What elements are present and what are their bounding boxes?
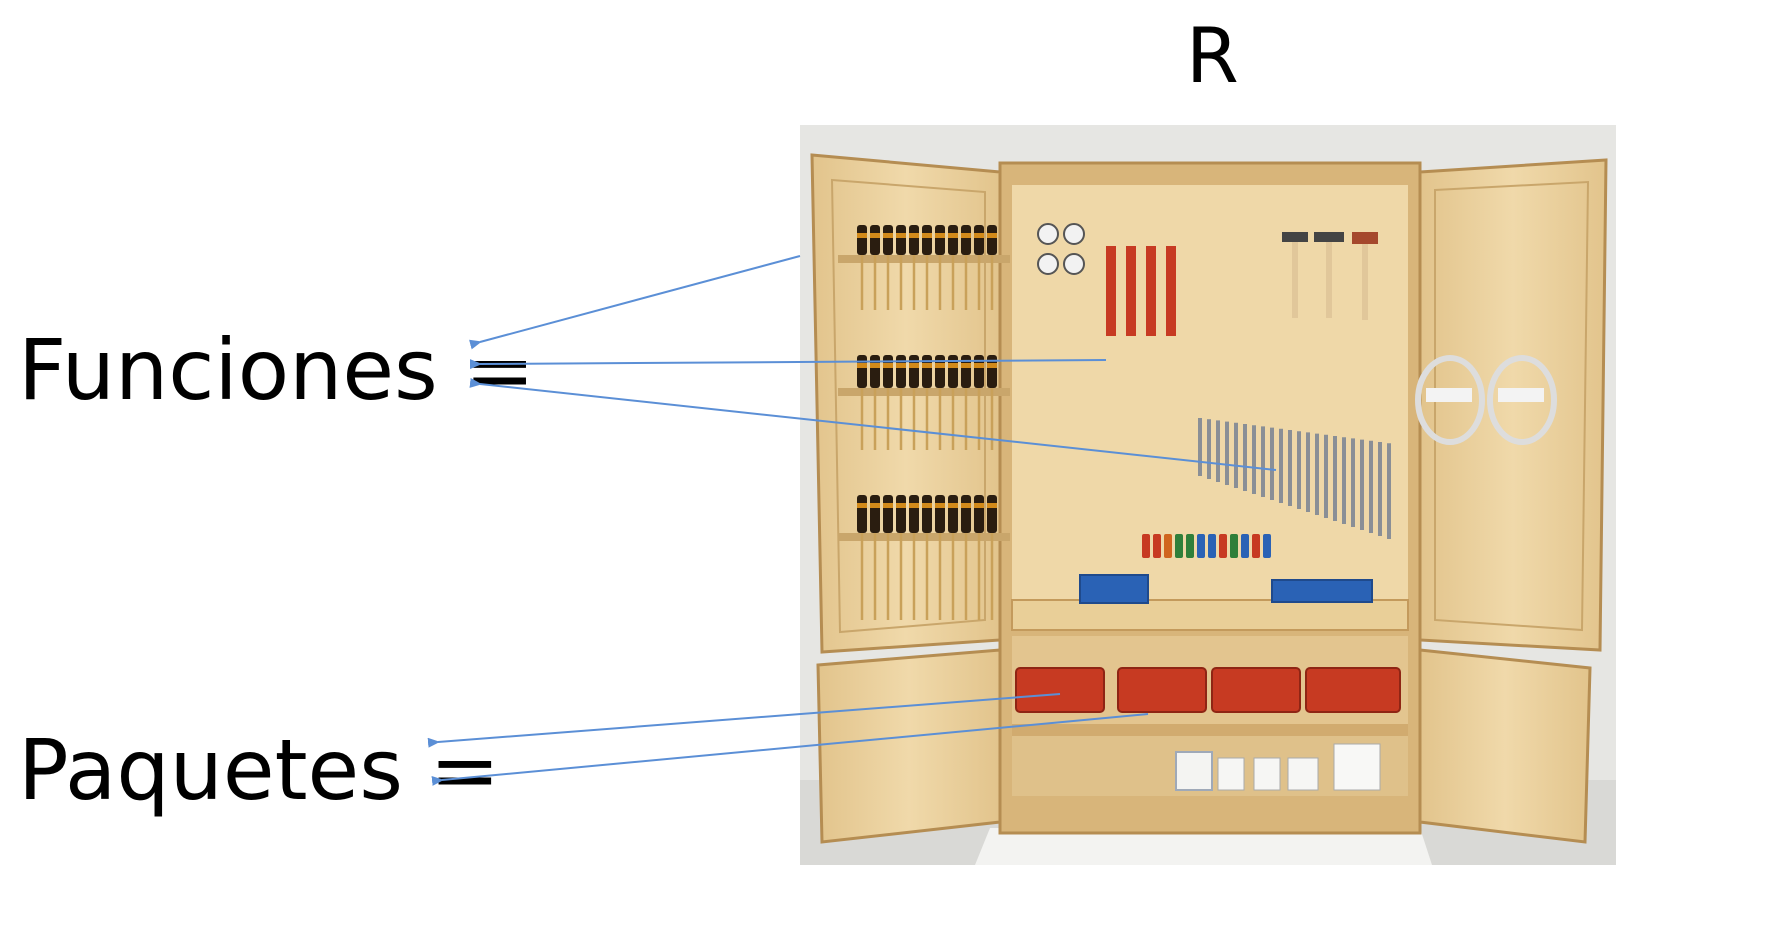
screwdriver bbox=[935, 495, 945, 620]
screwdriver bbox=[922, 495, 932, 620]
screwdriver bbox=[935, 225, 945, 310]
screwdriver bbox=[974, 355, 984, 450]
screwdriver bbox=[857, 495, 867, 620]
screwdriver-handle bbox=[1230, 534, 1238, 558]
screwdriver-handle bbox=[1175, 534, 1183, 558]
screwdriver bbox=[961, 495, 971, 620]
pipe-wrenches bbox=[1106, 246, 1176, 336]
colored-screwdrivers bbox=[1142, 534, 1271, 558]
paquetes-label: Paquetes = bbox=[18, 721, 501, 819]
screwdriver-handle bbox=[1186, 534, 1194, 558]
screwdriver bbox=[948, 225, 958, 310]
screwdriver bbox=[883, 355, 893, 450]
screwdriver bbox=[974, 225, 984, 310]
screwdriver-handle bbox=[1142, 534, 1150, 558]
pressure-gauges bbox=[1037, 223, 1085, 275]
screwdriver bbox=[987, 495, 997, 620]
screwdriver bbox=[935, 355, 945, 450]
screwdriver bbox=[909, 495, 919, 620]
funciones-arrows bbox=[469, 255, 1277, 471]
screwdriver-handle bbox=[1263, 534, 1271, 558]
screwdriver bbox=[961, 355, 971, 450]
red-cases bbox=[1015, 667, 1401, 713]
screwdriver-handle bbox=[1219, 534, 1227, 558]
screwdriver bbox=[896, 225, 906, 310]
screwdriver-handle bbox=[1252, 534, 1260, 558]
screwdriver bbox=[896, 495, 906, 620]
small-boxes bbox=[1175, 743, 1381, 791]
blue-tool-box bbox=[1271, 579, 1373, 603]
screwdriver bbox=[909, 225, 919, 310]
screwdriver bbox=[948, 495, 958, 620]
screwdriver bbox=[922, 355, 932, 450]
wrench-set bbox=[1198, 418, 1391, 539]
funciones-label: Funciones = bbox=[18, 321, 535, 419]
screwdriver-handle bbox=[1208, 534, 1216, 558]
screwdriver bbox=[870, 355, 880, 450]
screwdriver bbox=[896, 355, 906, 450]
paquetes-arrows bbox=[427, 693, 1149, 786]
screwdriver bbox=[883, 225, 893, 310]
screwdriver bbox=[857, 225, 867, 310]
screwdriver bbox=[857, 355, 867, 450]
screwdriver-rack bbox=[838, 255, 1010, 541]
screwdriver bbox=[987, 225, 997, 310]
screwdriver bbox=[974, 495, 984, 620]
screwdriver bbox=[883, 495, 893, 620]
face-shields bbox=[1415, 355, 1557, 445]
screwdriver bbox=[922, 225, 932, 310]
tool-cabinet-photo bbox=[800, 125, 1616, 865]
slide-title: R bbox=[1186, 11, 1239, 100]
screwdriver bbox=[870, 495, 880, 620]
screwdriver-handle bbox=[1197, 534, 1205, 558]
screwdriver-handle bbox=[1241, 534, 1249, 558]
screwdriver bbox=[909, 355, 919, 450]
screwdrivers bbox=[857, 225, 997, 620]
screwdriver bbox=[870, 225, 880, 310]
screwdriver bbox=[948, 355, 958, 450]
screwdriver bbox=[961, 225, 971, 310]
blue-case bbox=[1079, 574, 1149, 604]
screwdriver-handle bbox=[1164, 534, 1172, 558]
screwdriver-handle bbox=[1153, 534, 1161, 558]
hammers bbox=[1282, 232, 1378, 320]
